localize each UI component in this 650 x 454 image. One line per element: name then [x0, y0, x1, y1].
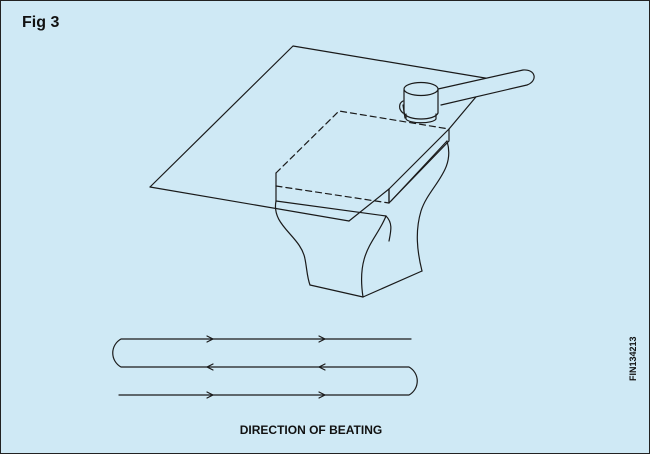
anvil-icon — [274, 110, 450, 298]
hammer-icon — [399, 69, 535, 124]
figure-label: Fig 3 — [22, 14, 60, 31]
figure-code: FIN134213 — [628, 336, 638, 381]
diagram-caption: DIRECTION OF BEATING — [239, 423, 383, 437]
metal-sheet-icon — [149, 45, 492, 222]
beating-direction-path — [112, 335, 418, 399]
